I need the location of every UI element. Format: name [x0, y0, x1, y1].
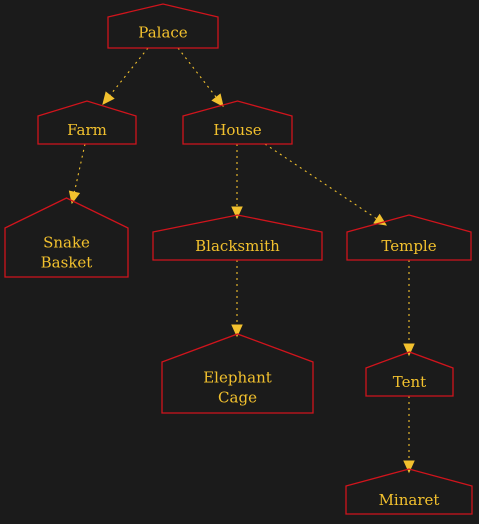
house-shape	[365, 351, 454, 397]
edge-line	[73, 143, 86, 193]
node-label: Blacksmith	[195, 237, 280, 255]
node-label: House	[213, 121, 261, 139]
node-palace[interactable]: Palace	[107, 3, 219, 49]
edge-palace-to-farm	[102, 47, 149, 105]
house-shape	[161, 333, 314, 414]
node-label: Farm	[67, 121, 107, 139]
house-shape	[345, 468, 473, 515]
node-minaret[interactable]: Minaret	[345, 468, 473, 515]
node-label: Cage	[218, 389, 257, 407]
arrowhead-icon	[403, 343, 415, 357]
node-label: Elephant	[203, 369, 272, 387]
node-label: Minaret	[379, 491, 440, 509]
node-label: Snake	[43, 234, 90, 252]
house-shape	[182, 100, 293, 145]
arrowhead-icon	[211, 93, 224, 107]
house-shape	[152, 214, 323, 261]
edges-layer	[68, 47, 415, 474]
node-tent[interactable]: Tent	[365, 351, 454, 397]
edge-temple-to-tent	[403, 260, 415, 357]
house-shape	[346, 214, 472, 261]
node-label: Palace	[138, 24, 188, 42]
edge-blacksmith-to-elephant-cage	[231, 260, 243, 338]
arrowhead-icon	[231, 206, 243, 220]
node-temple[interactable]: Temple	[346, 214, 472, 261]
edge-line	[109, 47, 149, 96]
edge-line	[264, 143, 378, 220]
edge-house-to-temple	[264, 143, 388, 226]
arrowhead-icon	[231, 324, 243, 338]
node-blacksmith[interactable]: Blacksmith	[152, 214, 323, 261]
edge-tent-to-minaret	[403, 396, 415, 474]
house-shape	[37, 100, 137, 145]
arrowhead-icon	[102, 91, 115, 105]
node-label: Basket	[41, 254, 93, 272]
node-label: Tent	[393, 373, 426, 391]
house-shape	[107, 3, 219, 49]
arrowhead-icon	[403, 460, 415, 474]
edge-farm-to-snake-basket	[68, 143, 86, 205]
house-shape	[4, 197, 129, 278]
edge-line	[177, 47, 217, 98]
node-farm[interactable]: Farm	[37, 100, 137, 145]
edge-palace-to-house	[177, 47, 224, 107]
node-label: Temple	[381, 237, 436, 255]
edge-house-to-blacksmith	[231, 144, 243, 220]
node-house[interactable]: House	[182, 100, 293, 145]
